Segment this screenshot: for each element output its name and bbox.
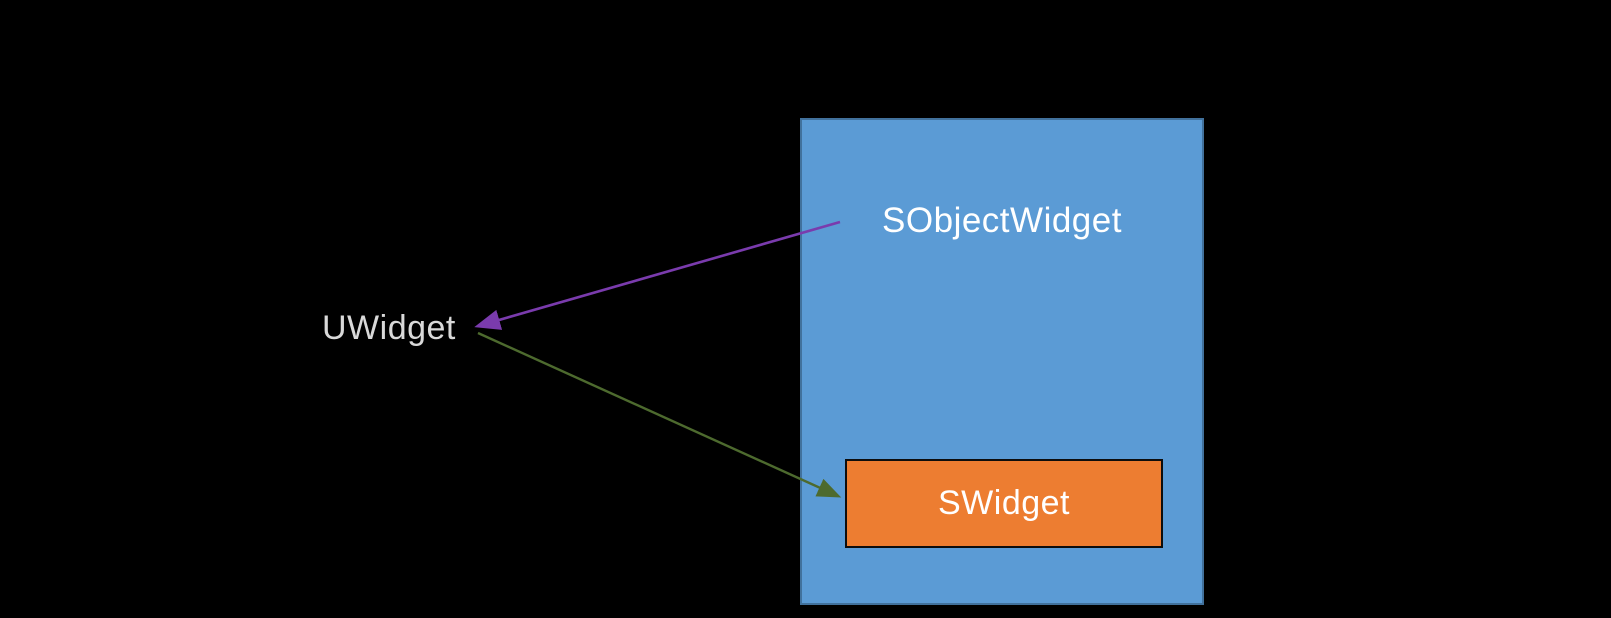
arrow-uwidget-to-swidget <box>477 331 842 498</box>
swidget-node: SWidget <box>845 459 1163 548</box>
sobjectwidget-label: SObjectWidget <box>882 201 1122 240</box>
uwidget-label: UWidget <box>322 309 456 347</box>
arrow-sobjectwidget-to-uwidget <box>474 220 841 330</box>
